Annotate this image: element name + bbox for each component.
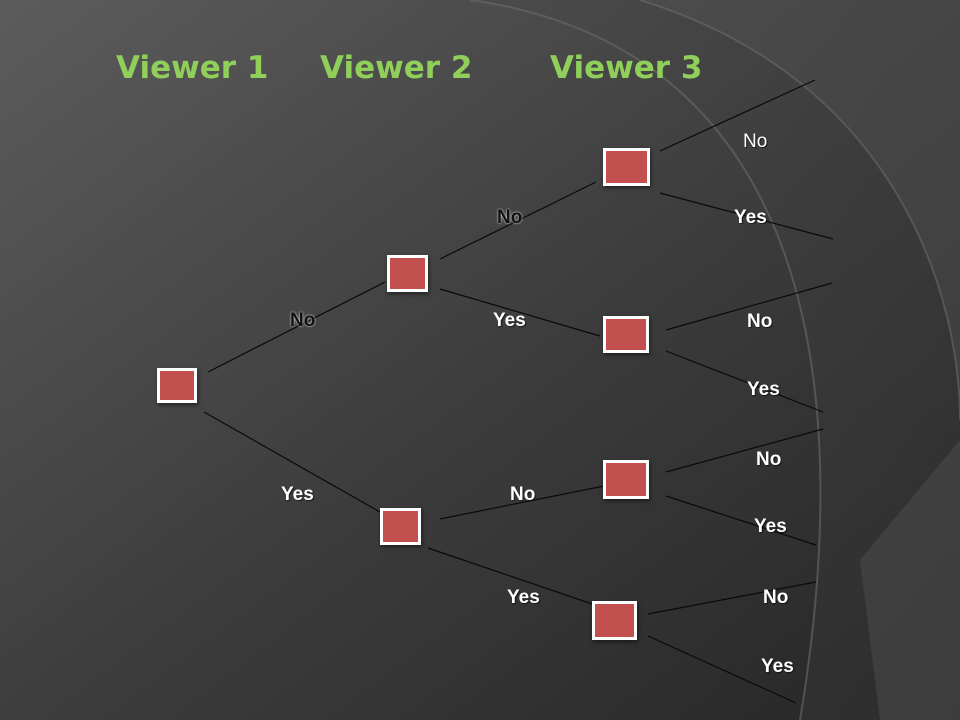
label-v3b-no: No [747, 311, 773, 332]
edge-v3b-yes [665, 350, 824, 413]
node-viewer-3-c [603, 460, 649, 499]
label-v2b-no: No [510, 484, 536, 505]
label-v3d-no: No [763, 587, 789, 608]
node-viewer-2-bottom [380, 508, 421, 545]
edge-v2b-yes [427, 547, 599, 607]
header-viewer-3: Viewer 3 [550, 50, 703, 86]
edge-v3a-no [659, 79, 816, 152]
header-viewer-2: Viewer 2 [320, 50, 473, 86]
label-v1-no: No [290, 310, 316, 331]
edge-v2a-yes [439, 288, 601, 337]
label-v2b-yes: Yes [507, 587, 540, 608]
edge-v2b-no [439, 485, 605, 520]
label-v3d-yes: Yes [761, 656, 794, 677]
edge-v3d-no [647, 581, 817, 615]
node-viewer-1 [157, 368, 197, 403]
label-v3c-yes: Yes [754, 516, 787, 537]
edge-v3a-yes [659, 192, 834, 240]
edge-v3c-yes [665, 495, 817, 546]
edge-v3c-no [665, 428, 824, 473]
label-v2a-no: No [497, 207, 523, 228]
edge-v1-no [207, 281, 386, 373]
node-viewer-3-d [592, 601, 637, 640]
header-viewer-1: Viewer 1 [116, 50, 269, 86]
edge-v3b-no [665, 282, 833, 331]
node-viewer-3-a [603, 148, 650, 186]
node-viewer-3-b [603, 316, 649, 353]
label-v1-yes: Yes [281, 484, 314, 505]
node-viewer-2-top [387, 255, 428, 292]
label-v2a-yes: Yes [493, 310, 526, 331]
label-v3a-no: No [743, 131, 768, 152]
edge-v3d-yes [647, 635, 797, 704]
label-v3c-no: No [756, 449, 782, 470]
label-v3b-yes: Yes [747, 379, 780, 400]
edge-v1-yes [203, 411, 381, 513]
edge-v2a-no [439, 181, 597, 260]
label-v3a-yes: Yes [734, 207, 767, 228]
